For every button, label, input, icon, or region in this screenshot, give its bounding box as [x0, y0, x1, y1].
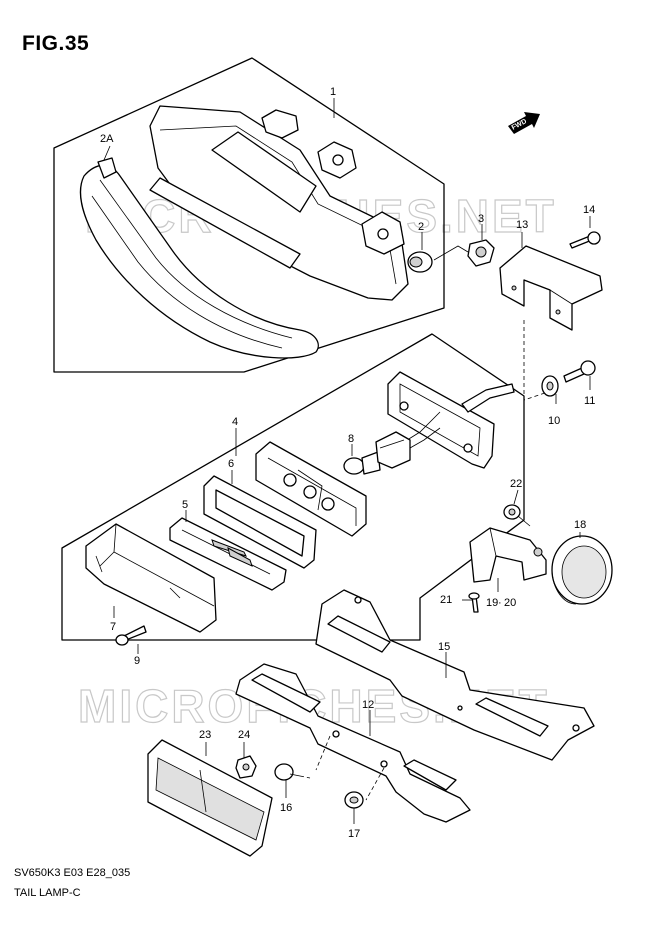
bulb-socket: [375, 427, 441, 469]
callout-21: 21: [440, 594, 452, 606]
callout-17: 17: [348, 828, 360, 840]
nut-22: [503, 504, 531, 527]
lens-7: [85, 523, 217, 633]
diagram-name: TAIL LAMP-C: [14, 887, 81, 899]
washer-10: [541, 375, 559, 397]
bracket-19-20: [469, 527, 547, 583]
callout-23: 23: [199, 729, 211, 741]
callout-15: 15: [438, 641, 450, 653]
screw-16: [274, 763, 311, 781]
callout-20: 20: [504, 597, 516, 609]
callout-12: 12: [362, 699, 374, 711]
screw-9: [115, 625, 147, 646]
leader-lines: [103, 98, 591, 824]
reflector-18: [551, 535, 613, 605]
callout-18: 18: [574, 519, 586, 531]
callout-5: 5: [182, 499, 188, 511]
callout-7: 7: [110, 621, 116, 633]
callout-11: 11: [584, 395, 595, 407]
bulb-8: [343, 451, 381, 475]
callout-6: 6: [228, 458, 234, 470]
bracket-13: [499, 245, 603, 331]
fwd-arrow-icon: FWD: [508, 112, 540, 134]
callout-1: 1: [330, 86, 336, 98]
plate-15: [315, 589, 595, 761]
callout-9: 9: [134, 655, 140, 667]
lamp-housing: [149, 105, 409, 301]
plate-12: [235, 663, 471, 823]
callout-3: 3: [478, 213, 484, 225]
callout-dot: ·: [498, 597, 502, 609]
socket-plate: [387, 371, 515, 469]
screw-14: [569, 231, 601, 249]
figure-title: FIG.35: [22, 32, 90, 55]
diagram-code: SV650K3 E03 E28_035: [14, 867, 131, 879]
callout-14: 14: [583, 204, 595, 216]
callout-13: 13: [516, 219, 528, 231]
reflector-5: [169, 517, 287, 591]
callout-16: 16: [280, 802, 292, 814]
gasket-6: [203, 475, 317, 569]
callout-24: 24: [238, 729, 250, 741]
callout-labels: 1 2A 2 3 4 5 6 7 8 9 10 11 12 13 14 15 1…: [100, 86, 595, 840]
callout-2: 2: [418, 221, 424, 233]
callout-19: 19: [486, 597, 498, 609]
callout-4: 4: [232, 416, 238, 428]
reflector-23: [147, 739, 273, 857]
callout-10: 10: [548, 415, 560, 427]
callout-22: 22: [510, 478, 522, 490]
nut-3: [433, 239, 495, 267]
screw-21: [468, 592, 480, 613]
grommet-2: [407, 251, 433, 273]
screw-11: [563, 360, 596, 383]
nut-24: [235, 755, 257, 779]
cover-2a: [79, 157, 319, 359]
lamp-base: [255, 441, 367, 537]
callout-8: 8: [348, 433, 354, 445]
nut-17: [344, 791, 364, 809]
callout-2a: 2A: [100, 133, 114, 145]
assembly-box-tail-lamp: [53, 57, 445, 373]
